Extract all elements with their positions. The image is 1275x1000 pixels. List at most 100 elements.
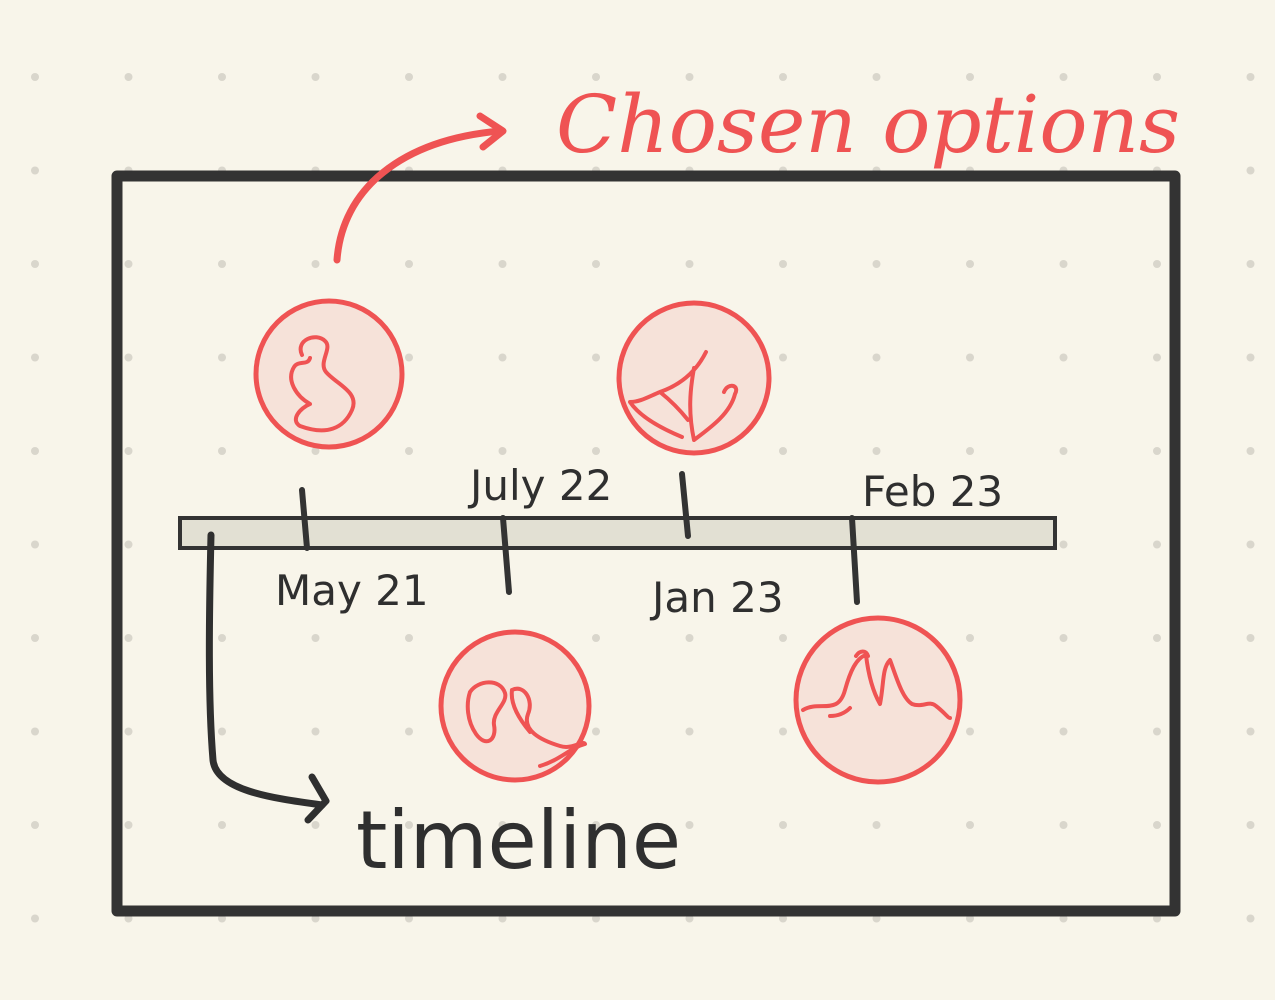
grid-dot (31, 821, 39, 829)
grid-dot (218, 821, 226, 829)
grid-dot (779, 73, 787, 81)
grid-dot (872, 821, 881, 829)
grid-dot (218, 447, 226, 455)
grid-dot (966, 727, 974, 736)
grid-dot (779, 353, 787, 362)
grid-dot (872, 447, 881, 455)
grid-dot (779, 447, 787, 455)
grid-dot (685, 260, 694, 268)
grid-dot (592, 353, 600, 362)
grid-dot (311, 447, 320, 455)
grid-dot (872, 73, 881, 81)
grid-dot (685, 727, 694, 736)
grid-dot (31, 634, 39, 642)
grid-dot (311, 260, 320, 268)
grid-dot (405, 821, 413, 829)
grid-dot (966, 73, 974, 81)
grid-dot (31, 166, 39, 175)
option-circle (616, 300, 772, 456)
grid-dot (1059, 73, 1068, 81)
grid-dot (1059, 447, 1068, 455)
grid-dot (1059, 634, 1068, 642)
timeline-tick (679, 471, 691, 539)
grid-dot (966, 260, 974, 268)
grid-dot (592, 73, 600, 81)
scribble-bird-icon (465, 680, 587, 768)
scribble-hands-icon (801, 649, 952, 720)
timeline-tick (299, 487, 310, 551)
timeline-bar (178, 516, 1057, 550)
grid-dot (311, 727, 320, 736)
chosen-options-arrow (333, 127, 504, 264)
grid-dot (124, 727, 133, 736)
grid-dot (1153, 73, 1161, 81)
grid-dot (124, 540, 133, 549)
chosen-options-arrowhead (476, 112, 507, 151)
grid-dot (405, 447, 413, 455)
grid-dot (779, 821, 787, 829)
grid-dot (218, 353, 226, 362)
grid-dot (966, 353, 974, 362)
grid-dot (966, 634, 974, 642)
grid-dot (1246, 634, 1255, 642)
grid-dot (124, 73, 133, 81)
grid-dot (124, 260, 133, 268)
grid-dot (1059, 727, 1068, 736)
grid-dot (218, 260, 226, 268)
timeline-pointer-arrow (205, 531, 326, 809)
grid-dot (872, 260, 881, 268)
grid-dot (1246, 727, 1255, 736)
scribble-sail-icon (628, 350, 739, 442)
grid-dot (1246, 353, 1255, 362)
tick-label: May 21 (275, 566, 429, 615)
grid-dot (405, 260, 413, 268)
grid-dot (1153, 727, 1161, 736)
grid-dot (1246, 166, 1255, 175)
grid-dot (405, 353, 413, 362)
grid-dot (592, 260, 600, 268)
grid-dot (779, 727, 787, 736)
grid-dot (1153, 353, 1161, 362)
timeline-tick (849, 515, 860, 605)
grid-dot (1246, 73, 1255, 81)
grid-dot (779, 634, 787, 642)
grid-dot (1153, 540, 1161, 549)
grid-dot (31, 260, 39, 268)
grid-dot (1153, 821, 1161, 829)
grid-dot (592, 821, 600, 829)
grid-dot (498, 260, 507, 268)
grid-dot (405, 73, 413, 81)
timeline-pointer-arrowhead (304, 773, 330, 824)
tick-label: July 22 (467, 461, 612, 510)
grid-dot (124, 821, 133, 829)
grid-dot (1246, 260, 1255, 268)
grid-dot (685, 634, 694, 642)
grid-dot (31, 353, 39, 362)
grid-dot (966, 821, 974, 829)
grid-dot (31, 914, 39, 923)
option-circle (253, 298, 405, 450)
grid-dot (311, 821, 320, 829)
grid-dot (592, 447, 600, 455)
scribble-figure-icon (289, 335, 356, 433)
grid-dot (1153, 260, 1161, 268)
grid-dot (31, 540, 39, 549)
grid-dot (685, 73, 694, 81)
option-circle (438, 629, 592, 783)
chosen-options-label: Chosen options (556, 78, 1180, 171)
grid-dot (779, 260, 787, 268)
grid-dot (592, 727, 600, 736)
grid-dot (124, 634, 133, 642)
grid-dot (124, 353, 133, 362)
grid-dot (1059, 540, 1068, 549)
grid-dot (966, 447, 974, 455)
grid-dot (311, 73, 320, 81)
grid-dot (405, 727, 413, 736)
grid-dot (218, 634, 226, 642)
frame (111, 170, 1181, 917)
grid-dot (218, 73, 226, 81)
timeline-tick (500, 515, 512, 595)
grid-dot (405, 634, 413, 642)
grid-dot (1153, 447, 1161, 455)
